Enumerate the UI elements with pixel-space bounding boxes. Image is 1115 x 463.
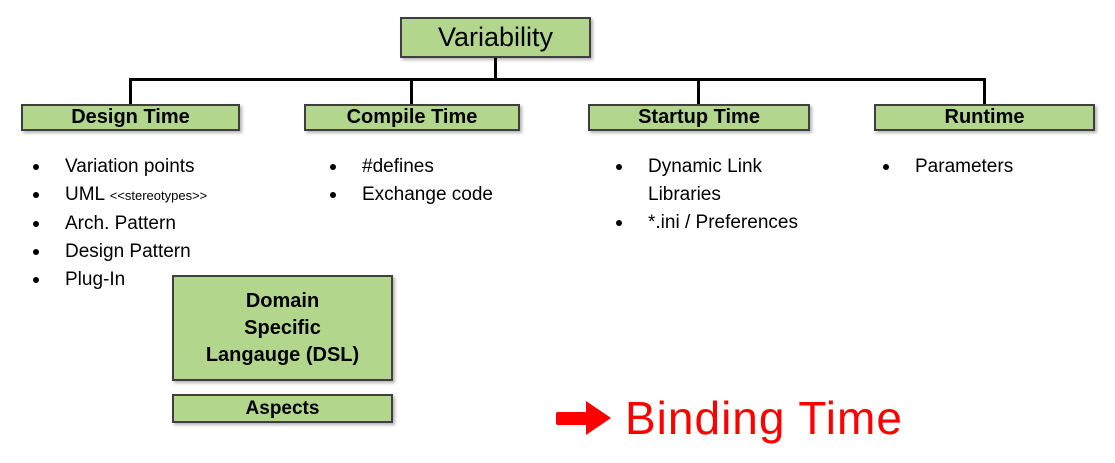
header-box-compile-time: Compile Time — [304, 104, 520, 131]
list-item: Dynamic Link Libraries — [616, 153, 826, 209]
root-box-variability: Variability — [400, 17, 591, 58]
list-item-text: Plug-In — [65, 269, 126, 290]
list-item: Exchange code — [330, 181, 550, 209]
bullet-icon — [33, 249, 39, 255]
bullet-icon — [330, 164, 336, 170]
bullet-icon — [616, 220, 622, 226]
bullet-icon — [33, 277, 39, 283]
list-item-text: Dynamic Link Libraries — [648, 156, 763, 205]
header-box-design-time: Design Time — [21, 104, 240, 131]
connector-horizontal — [129, 78, 986, 81]
runtime-list: Parameters — [883, 153, 1083, 181]
header-label: Runtime — [944, 106, 1025, 128]
dsl-line: Domain — [245, 289, 320, 312]
header-label: Design Time — [71, 106, 190, 128]
bullet-icon — [330, 192, 336, 198]
dsl-box: Domain Specific Langauge (DSL) — [172, 275, 393, 381]
bullet-icon — [33, 221, 39, 227]
startup-time-list: Dynamic Link Libraries *.ini / Preferenc… — [616, 153, 826, 237]
right-arrow-icon — [556, 401, 611, 435]
list-item-text: Exchange code — [362, 184, 493, 205]
list-item: UML <<stereotypes>> — [33, 181, 295, 210]
bullet-icon — [33, 192, 39, 198]
binding-time-annotation: Binding Time — [556, 386, 903, 450]
stereotypes-small-text: <<stereotypes>> — [109, 188, 208, 203]
list-item-text: *.ini / Preferences — [648, 212, 798, 233]
header-label: Compile Time — [346, 106, 478, 128]
list-item: Parameters — [883, 153, 1083, 181]
connector-drop-compile-time — [410, 80, 413, 104]
uml-label: UML — [65, 184, 105, 205]
dsl-line: Specific — [244, 316, 321, 339]
list-item: Plug-In — [33, 266, 295, 294]
list-item: Variation points — [33, 153, 295, 181]
root-label: Variability — [437, 22, 554, 52]
header-box-startup-time: Startup Time — [588, 104, 810, 131]
list-item: Arch. Pattern — [33, 210, 295, 238]
header-box-runtime: Runtime — [874, 104, 1095, 131]
list-item-text: Arch. Pattern — [65, 213, 176, 234]
list-item: *.ini / Preferences — [616, 209, 826, 237]
list-item-text: Design Pattern — [65, 241, 191, 262]
aspects-label: Aspects — [245, 397, 320, 419]
design-time-list: Variation points UML <<stereotypes>> Arc… — [33, 153, 295, 294]
aspects-box: Aspects — [172, 394, 393, 423]
bullet-icon — [616, 164, 622, 170]
bullet-icon — [33, 164, 39, 170]
list-item: Design Pattern — [33, 238, 295, 266]
bullet-icon — [883, 164, 889, 170]
header-label: Startup Time — [638, 106, 760, 128]
connector-drop-design-time — [129, 80, 132, 104]
connector-drop-startup-time — [697, 80, 700, 104]
list-item-text: #defines — [362, 156, 434, 177]
list-item-text: Variation points — [65, 156, 195, 177]
connector-root-vertical — [494, 57, 497, 80]
compile-time-list: #defines Exchange code — [330, 153, 550, 209]
annotation-label: Binding Time — [625, 392, 903, 444]
dsl-line: Langauge (DSL) — [205, 343, 360, 366]
connector-drop-runtime — [983, 80, 986, 104]
list-item: #defines — [330, 153, 550, 181]
list-item-text: UML <<stereotypes>> — [65, 181, 207, 210]
list-item-text: Parameters — [915, 156, 1014, 177]
